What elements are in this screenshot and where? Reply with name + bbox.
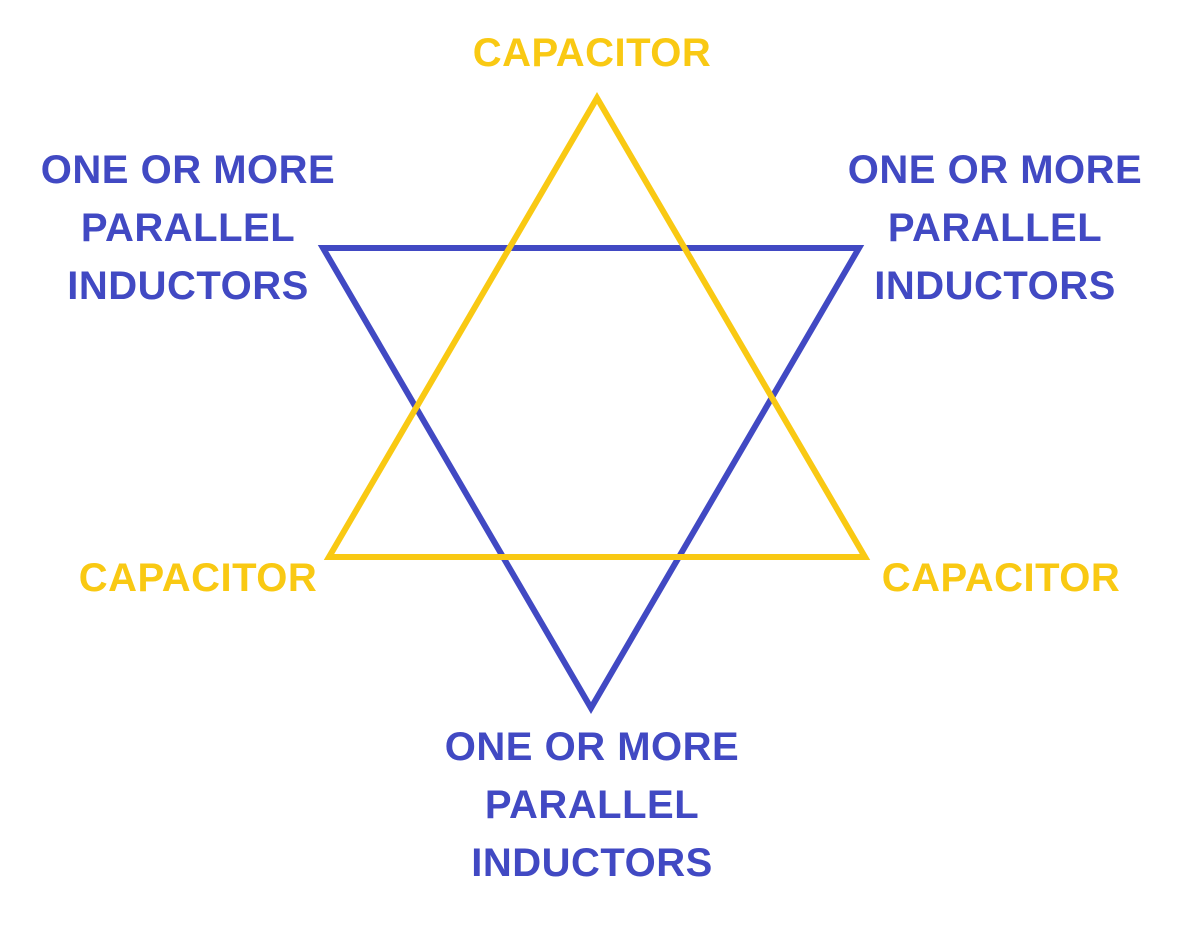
inductor-label-right: ONE OR MORE PARALLEL INDUCTORS <box>837 141 1153 315</box>
inductor-label-left-line-1: ONE OR MORE <box>40 148 336 192</box>
inductor-label-right-line-2: PARALLEL <box>887 206 1103 250</box>
inductor-triangle <box>317 245 865 714</box>
inductor-label-left-line-3: INDUCTORS <box>67 264 309 308</box>
inductor-label-right-line-3: INDUCTORS <box>874 264 1116 308</box>
inductor-label-bottom-line-3: INDUCTORS <box>471 841 713 885</box>
capacitor-label-top: CAPACITOR <box>472 31 712 75</box>
inductor-label-bottom: ONE OR MORE PARALLEL INDUCTORS <box>434 718 750 892</box>
inductor-label-right-line-1: ONE OR MORE <box>847 148 1143 192</box>
capacitor-triangle <box>323 92 871 560</box>
capacitor-label-left: CAPACITOR <box>78 556 318 600</box>
capacitor-label-right: CAPACITOR <box>881 556 1121 600</box>
inductor-label-bottom-line-1: ONE OR MORE <box>444 725 740 769</box>
inductor-label-bottom-line-2: PARALLEL <box>484 783 700 827</box>
inductor-label-left: ONE OR MORE PARALLEL INDUCTORS <box>30 141 346 315</box>
inductor-label-left-line-2: PARALLEL <box>80 206 296 250</box>
